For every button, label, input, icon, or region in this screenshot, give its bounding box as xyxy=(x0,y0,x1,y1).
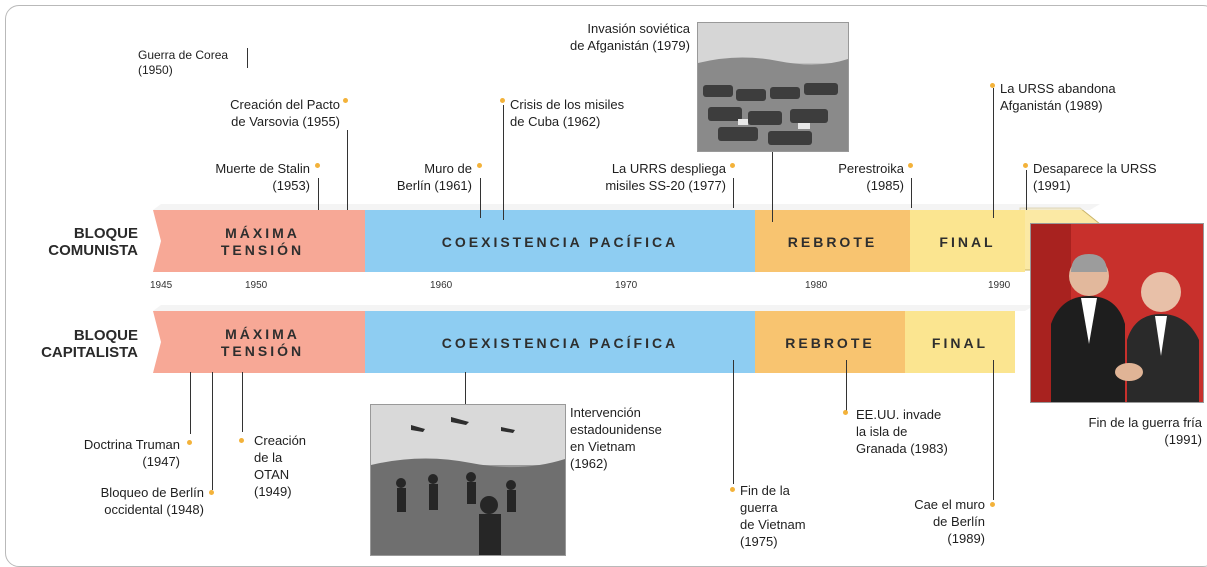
event-corea: Guerra de Corea (1950) xyxy=(138,48,229,77)
connector-varsovia xyxy=(347,130,348,210)
event-muro-cae: Cae el muro de Berlín (1989) xyxy=(914,497,985,546)
bottom-maxima-seg xyxy=(153,311,365,373)
dot-muro-cae xyxy=(990,502,995,507)
top-period-coexistencia: COEXISTENCIA PACÍFICA xyxy=(441,233,679,250)
event-otan: Creación de la OTAN (1949) xyxy=(254,433,307,499)
soldiers-illustration xyxy=(371,405,565,555)
bottom-rebrote-seg xyxy=(755,311,905,373)
top-period-maxima: MÁXIMA TENSIÓN xyxy=(220,225,305,258)
bottom-period-rebrote: REBROTE xyxy=(785,334,875,351)
diagram-frame xyxy=(5,5,1207,567)
dot-granada xyxy=(843,410,848,415)
connector-granada xyxy=(846,360,847,412)
dot-cuba xyxy=(500,98,505,103)
dot-stalin xyxy=(315,163,320,168)
end-of-cold-war-photo xyxy=(1030,223,1204,403)
year-tick-1990: 1990 xyxy=(988,280,1011,291)
connector-corea xyxy=(247,48,248,68)
year-tick-1970: 1970 xyxy=(615,280,638,291)
connector-bloqueo xyxy=(212,372,213,490)
event-afganistan: Invasión soviética de Afganistán (1979) xyxy=(570,21,690,53)
connector-muro xyxy=(480,178,481,218)
bottom-bar-topface xyxy=(153,305,1035,311)
dot-truman xyxy=(187,440,192,445)
dot-abandona xyxy=(990,83,995,88)
connector-vietnam-fin xyxy=(733,360,734,484)
event-stalin: Muerte de Stalin (1953) xyxy=(215,161,310,193)
event-fin-guerra: Fin de la guerra fría (1991) xyxy=(1088,415,1202,447)
connector-perestroika xyxy=(911,178,912,208)
capitalist-block-label: BLOQUE CAPITALISTA xyxy=(41,327,138,361)
year-axis: 1945 1950 1960 1970 1980 1990 xyxy=(150,280,1030,298)
top-period-final: FINAL xyxy=(939,233,996,250)
event-varsovia: Creación del Pacto de Varsovia (1955) xyxy=(230,97,340,129)
top-maxima-seg xyxy=(153,210,365,272)
bottom-period-coexistencia: COEXISTENCIA PACÍFICA xyxy=(441,334,679,351)
top-final-seg xyxy=(910,210,1025,272)
event-vietnam-fin: Fin de la guerra de Vietnam (1975) xyxy=(740,483,806,549)
event-truman: Doctrina Truman (1947) xyxy=(83,437,180,469)
top-bar-topface xyxy=(153,204,1100,210)
dot-varsovia xyxy=(343,98,348,103)
dot-perestroika xyxy=(908,163,913,168)
connector-vietnam-int xyxy=(465,372,466,404)
dot-vietnam-fin xyxy=(730,487,735,492)
connector-afganistan xyxy=(772,150,773,222)
event-abandona: La URSS abandona Afganistán (1989) xyxy=(1000,81,1116,113)
tanks-illustration xyxy=(698,23,848,151)
bottom-final-seg xyxy=(905,311,1015,373)
dot-muro xyxy=(477,163,482,168)
event-muro: Muro de Berlín (1961) xyxy=(396,161,472,193)
leaders-handshake-illustration xyxy=(1031,224,1203,402)
connector-truman xyxy=(190,372,191,434)
bottom-period-maxima: MÁXIMA TENSIÓN xyxy=(220,326,305,359)
top-coexistencia-seg xyxy=(365,210,755,272)
year-tick-1960: 1960 xyxy=(430,280,453,291)
bottom-period-final: FINAL xyxy=(931,334,989,351)
event-desaparece: Desaparece la URSS (1991) xyxy=(1033,161,1157,193)
event-perestroika: Perestroika (1985) xyxy=(838,161,904,193)
event-cuba: Crisis de los misiles de Cuba (1962) xyxy=(510,97,625,129)
connector-cuba xyxy=(503,105,504,220)
dot-ss20 xyxy=(730,163,735,168)
top-period-rebrote: REBROTE xyxy=(787,233,878,250)
connector-otan xyxy=(242,372,243,432)
bottom-coexistencia-seg xyxy=(365,311,755,373)
event-bloqueo: Bloqueo de Berlín occidental (1948) xyxy=(100,485,204,517)
connector-ss20 xyxy=(733,178,734,208)
year-tick-1950: 1950 xyxy=(245,280,268,291)
bottom-timeline-bar xyxy=(153,305,1035,373)
dot-desaparece xyxy=(1023,163,1028,168)
connector-muro-cae xyxy=(993,360,994,500)
communist-block-label: BLOQUE COMUNISTA xyxy=(48,225,138,259)
afghanistan-invasion-photo xyxy=(697,22,849,152)
connector-stalin xyxy=(318,178,319,210)
year-tick-1980: 1980 xyxy=(805,280,828,291)
year-tick-1945: 1945 xyxy=(150,280,173,291)
connector-desaparece xyxy=(1026,170,1027,210)
event-granada: EE.UU. invade la isla de Granada (1983) xyxy=(856,407,948,456)
vietnam-war-photo xyxy=(370,404,566,556)
event-ss20: La URRS despliega misiles SS-20 (1977) xyxy=(605,161,726,193)
dot-otan xyxy=(239,438,244,443)
event-vietnam-int: Intervención estadounidense en Vietnam (… xyxy=(570,405,662,471)
connector-abandona xyxy=(993,88,994,218)
dot-bloqueo xyxy=(209,490,214,495)
top-rebrote-seg xyxy=(755,210,910,272)
